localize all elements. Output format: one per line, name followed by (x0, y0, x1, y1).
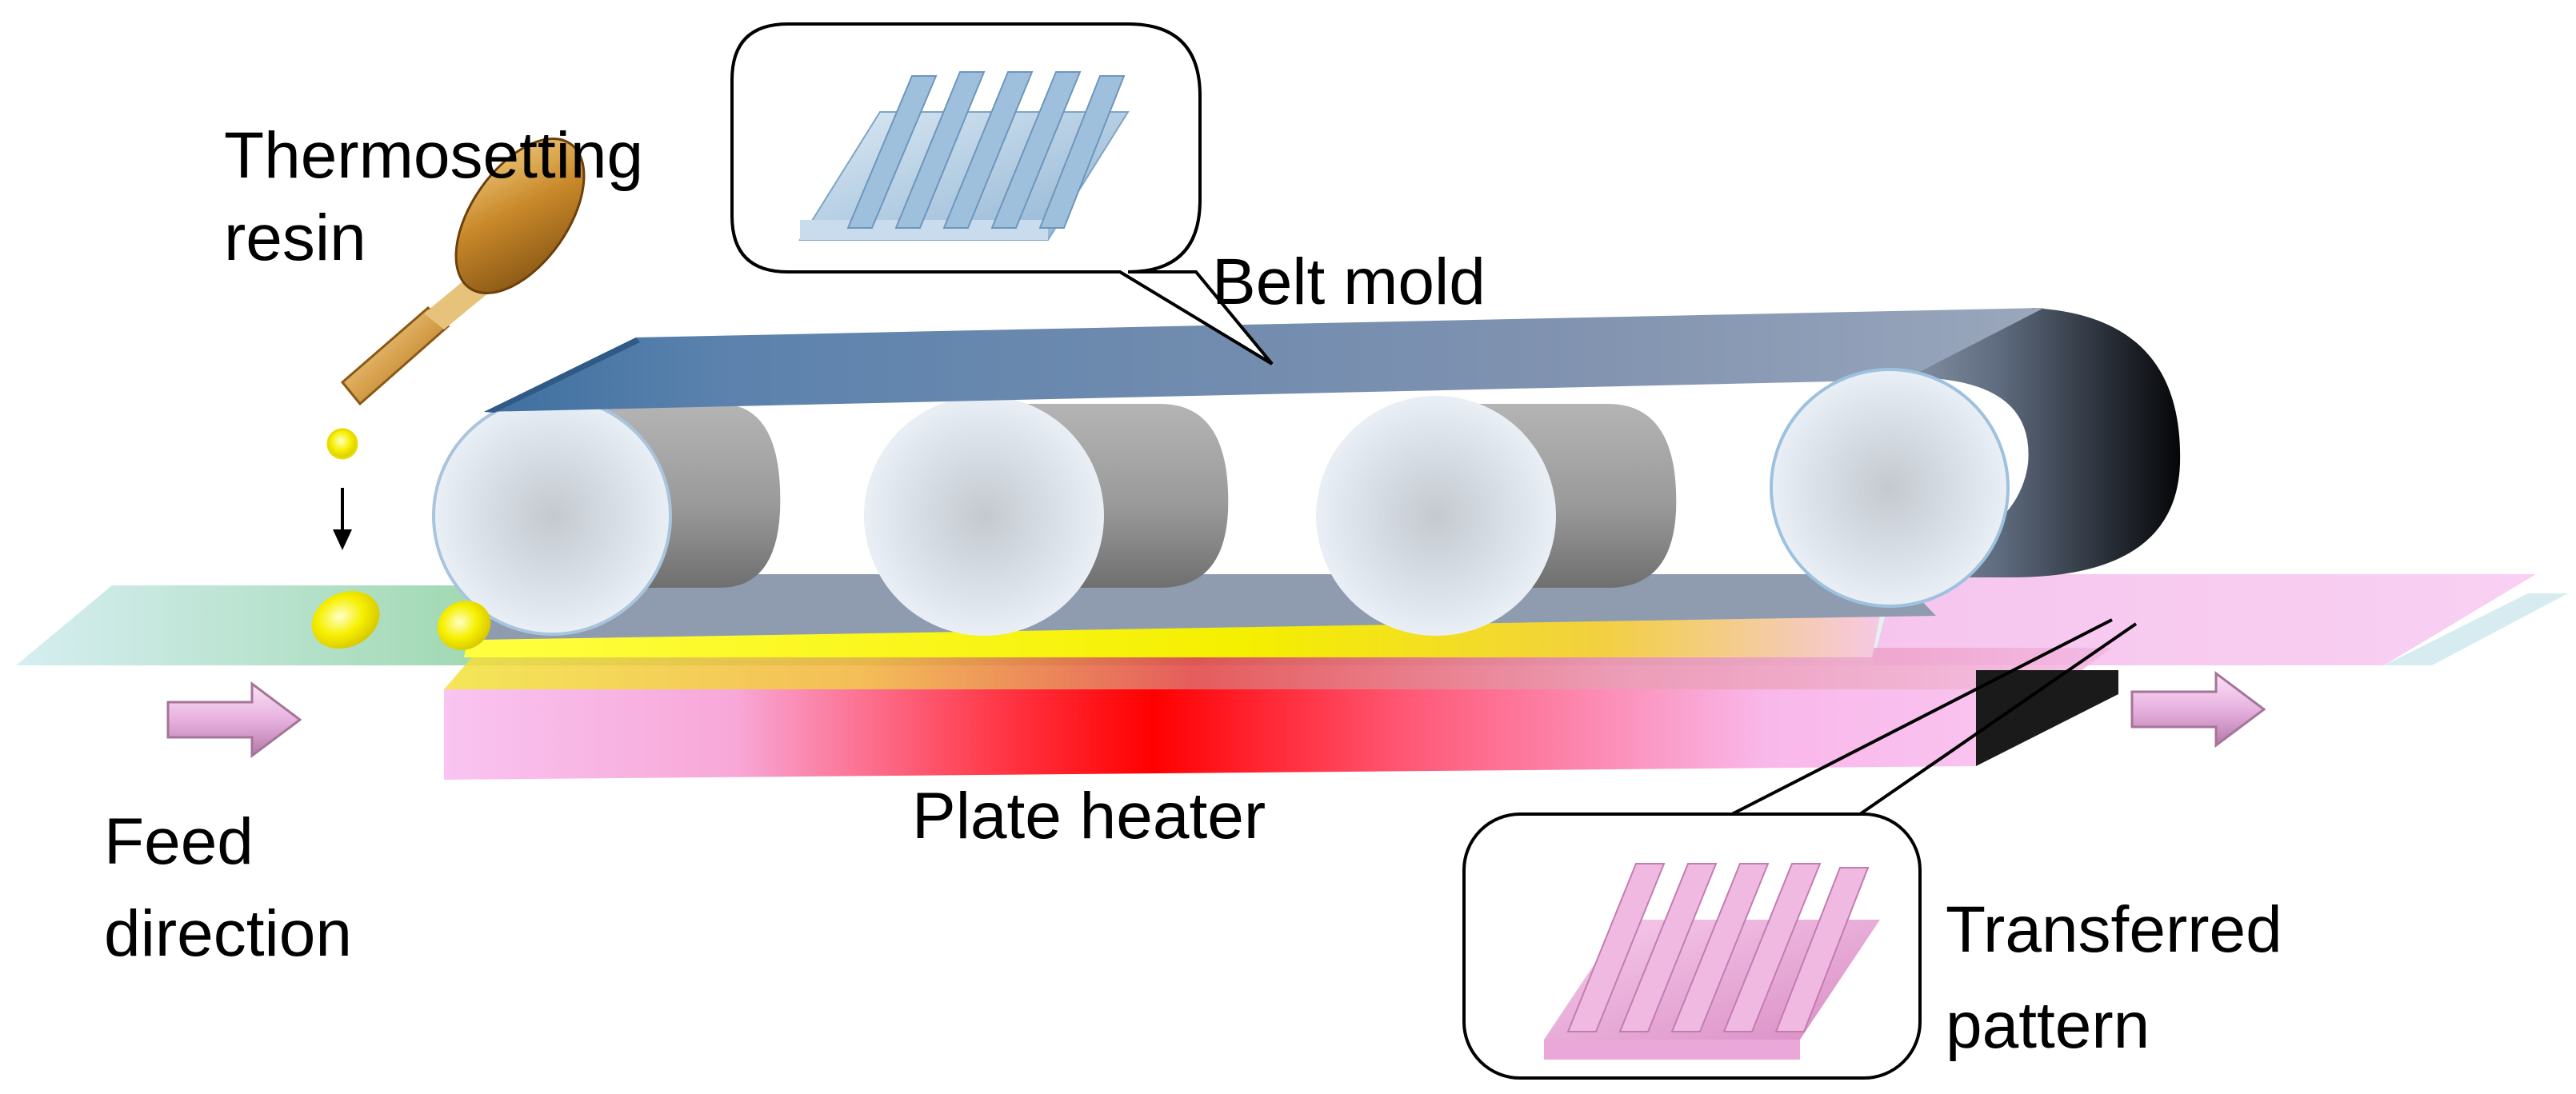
belt-right-wrap (1856, 308, 2181, 577)
falling-drop (326, 428, 358, 460)
roller-2 (864, 396, 1229, 636)
resin-drops (311, 428, 491, 650)
label-pattern-line2: pattern (1946, 989, 2150, 1062)
roller-3-face (1316, 396, 1556, 636)
roller-1 (432, 396, 781, 636)
spoon-handle (340, 305, 450, 406)
output-strip-pink (1872, 574, 2536, 665)
label-resin-line2: resin (224, 202, 366, 274)
label-pattern-line1: Transferred (1946, 893, 2282, 966)
roller-3 (1316, 396, 1677, 636)
output-strip-edge (2384, 593, 2568, 665)
resin-spoon (340, 138, 586, 406)
roller-1-face (432, 396, 672, 636)
label-belt-mold: Belt mold (1212, 246, 1486, 318)
belt-mold-callout (730, 22, 1274, 365)
label-resin-line1: Thermosetting (224, 119, 643, 192)
heater-top-face (444, 648, 2112, 689)
pattern-pointer-2 (1858, 622, 2138, 816)
feed-arrow-left (166, 681, 302, 758)
landed-drop-2 (437, 601, 491, 650)
lower-belt (472, 574, 1936, 640)
roller-4-face (1770, 368, 2010, 608)
heater-end-face (1976, 670, 2118, 766)
belt-top-edge (484, 337, 640, 413)
roller-2-face (864, 396, 1104, 636)
feed-arrow-right (2130, 671, 2266, 748)
pattern-detail (1544, 863, 1880, 1060)
heater-front-face (444, 689, 2056, 780)
pattern-callout (1462, 618, 2138, 1080)
lower-belt-run (464, 574, 1936, 657)
drop-arrow-head (333, 529, 352, 550)
landed-drop-1 (311, 591, 380, 649)
label-feed-line2: direction (104, 897, 352, 970)
plate-heater (444, 648, 2118, 780)
mold-detail (798, 71, 1130, 241)
pattern-pointer-1 (1731, 618, 2113, 816)
spoon-bowl (454, 138, 586, 294)
label-feed-line1: Feed (104, 805, 254, 878)
label-plate-heater: Plate heater (912, 780, 1266, 852)
